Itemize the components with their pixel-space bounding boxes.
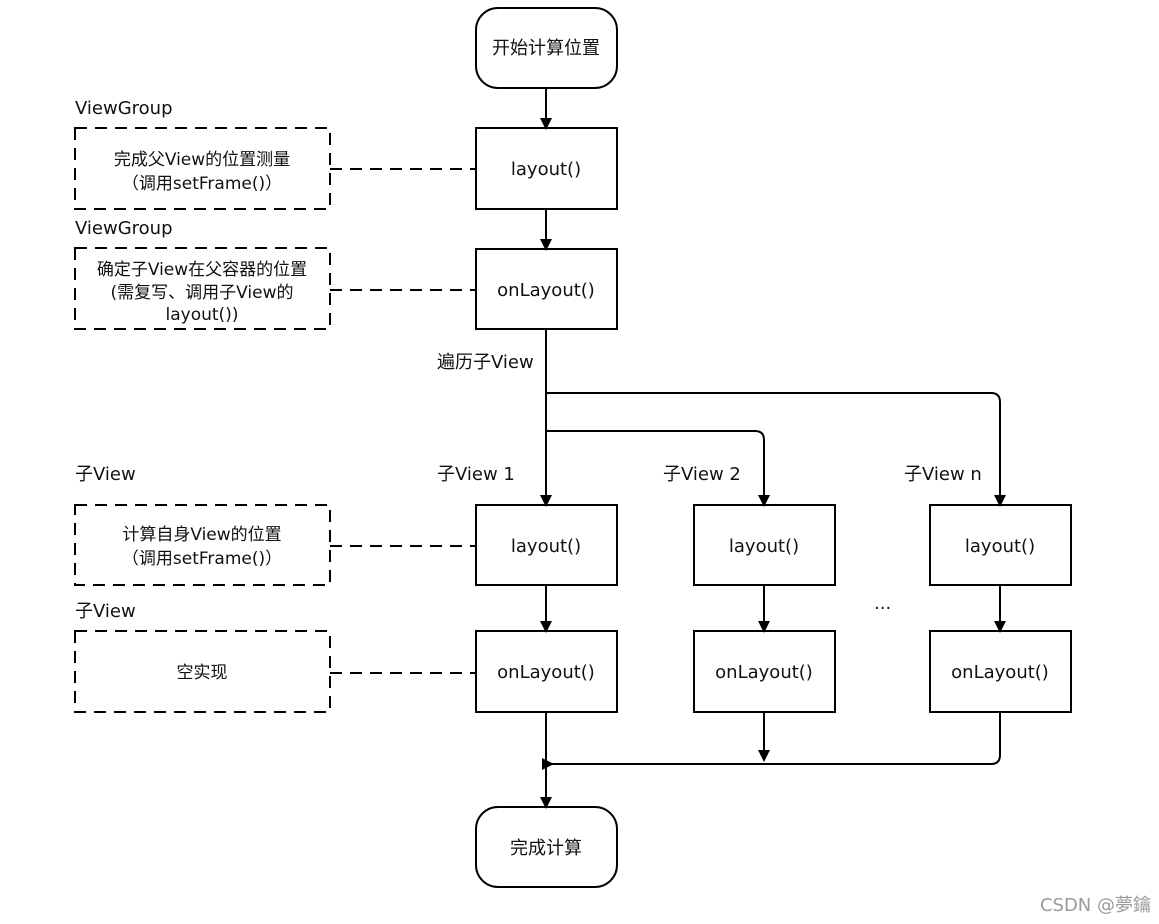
label-iterate-children: 遍历子View [437, 352, 534, 373]
note-child-onlayout-line-1: 空实现 [177, 663, 228, 683]
childn-layout-label: layout() [965, 536, 1035, 557]
child2-onlayout-node [693, 630, 836, 713]
note-child-layout-line-2: （调用setFrame()） [122, 549, 282, 569]
child2-onlayout-label: onLayout() [715, 662, 813, 683]
child2-layout-label: layout() [729, 536, 799, 557]
parent-onlayout-label: onLayout() [497, 280, 595, 301]
arrow-to-child2-layout [546, 430, 770, 507]
childn-title: 子View n [904, 464, 982, 485]
note-parent-onlayout-line-3: layout()) [166, 305, 239, 325]
arrow-childn-to-merge [542, 712, 1001, 770]
label-child-view-2: 子View [75, 601, 136, 622]
parent-layout-label: layout() [511, 159, 581, 180]
child1-title: 子View 1 [437, 464, 515, 485]
note-parent-layout-line-1: 完成父View的位置测量 [114, 150, 290, 170]
child2-title: 子View 2 [663, 464, 741, 485]
note-parent-onlayout-box [74, 247, 331, 330]
start-node-label: 开始计算位置 [492, 38, 600, 59]
child1-onlayout-label: onLayout() [497, 662, 595, 683]
label-viewgroup-1: ViewGroup [75, 98, 173, 119]
note-child-layout-box [74, 504, 331, 586]
end-node-label: 完成计算 [510, 838, 582, 859]
note-parent-onlayout-line-1: 确定子View在父容器的位置 [97, 260, 307, 280]
label-viewgroup-2: ViewGroup [75, 218, 173, 239]
childn-onlayout-label: onLayout() [951, 662, 1049, 683]
note-child-layout-line-1: 计算自身View的位置 [122, 525, 281, 545]
child1-layout-label: layout() [511, 536, 581, 557]
note-parent-onlayout-line-2: (需复写、调用子View的 [111, 283, 294, 303]
arrow-to-childn-layout [546, 392, 1006, 507]
note-child-onlayout-box [74, 630, 331, 713]
watermark-text: CSDN @夢鑰 [1040, 895, 1151, 916]
label-child-view-1: 子View [75, 464, 136, 485]
child1-onlayout-node [475, 630, 618, 713]
note-parent-layout-box [74, 127, 331, 210]
childn-layout-node [929, 504, 1072, 586]
note-parent-layout-line-2: （调用setFrame()） [122, 174, 282, 194]
ellipsis: ... [874, 593, 891, 614]
